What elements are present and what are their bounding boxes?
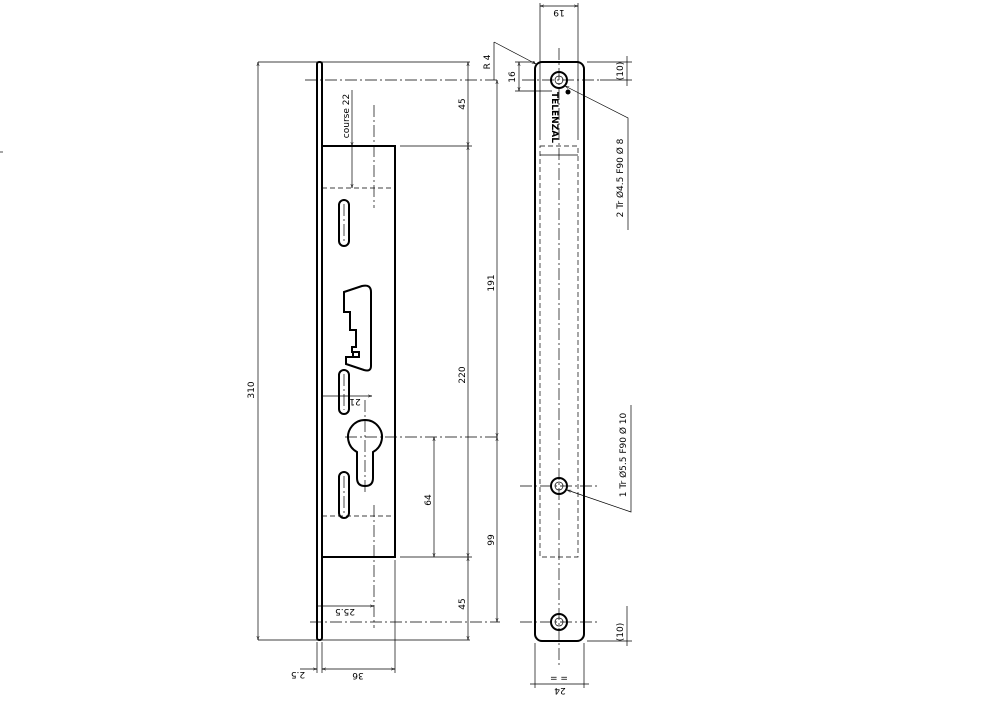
dim-21-label: 21 xyxy=(349,396,360,406)
slot-top xyxy=(338,199,350,247)
logo-text: TELENZAL xyxy=(549,92,559,143)
faceplate-strip xyxy=(534,61,585,642)
registered-mark-icon xyxy=(565,89,571,95)
radius-label: R 4 xyxy=(483,54,493,69)
dim-45-bottom-label: 45 xyxy=(458,598,468,609)
dim-2-5-label: 2.5 xyxy=(291,669,305,679)
front-view: 310 45 220 45 191 99 64 course 22 21 25.… xyxy=(247,61,500,680)
equal-marks: = = xyxy=(550,674,568,684)
dim-99-label: 99 xyxy=(487,534,497,546)
end-holes-note: 2 Tr Ø4.5 F90 Ø 8 xyxy=(615,138,626,217)
dim-191-label: 191 xyxy=(487,274,497,291)
dim-19-label: 19 xyxy=(553,7,565,17)
dim-25-5-label: 25.5 xyxy=(335,606,355,616)
dim-stroke-label: course 22 xyxy=(342,94,352,138)
dim-310-label: 310 xyxy=(247,381,257,398)
center-hole-leader xyxy=(567,405,632,513)
dim-16-label: 16 xyxy=(508,71,518,83)
latch-bolt xyxy=(343,284,372,372)
dim-24-label: 24 xyxy=(554,685,566,695)
slot-bottom xyxy=(338,471,350,519)
end-holes-leader xyxy=(565,86,629,230)
slot-middle xyxy=(338,369,350,415)
dim-45-top-label: 45 xyxy=(458,98,468,109)
side-view: TELENZAL 19 R 4 16 (10) 2 Tr Ø4.5 F90 Ø … xyxy=(483,3,632,695)
dim-220-label: 220 xyxy=(458,366,468,383)
dim-10-top-label: (10) xyxy=(616,62,626,80)
euro-cylinder-cutout xyxy=(347,419,383,488)
lock-case xyxy=(321,145,396,558)
dim-64-label: 64 xyxy=(424,494,434,506)
radius-leader xyxy=(493,41,536,64)
dim-10-bottom-label: (10) xyxy=(616,623,626,641)
hidden-case-outline xyxy=(539,145,579,558)
dim-36-label: 36 xyxy=(352,670,364,680)
center-hole-note: 1 Tr Ø5.5 F90 Ø 10 xyxy=(618,412,629,497)
